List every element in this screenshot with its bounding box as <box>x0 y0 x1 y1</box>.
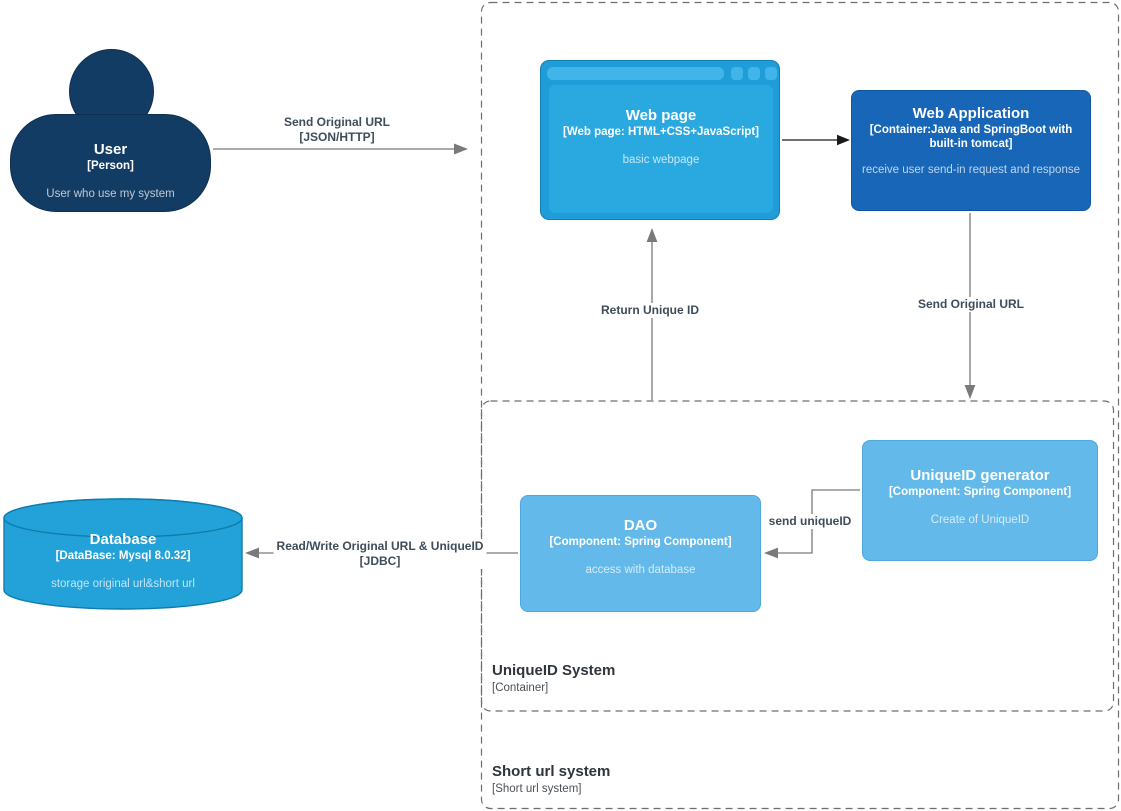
edge-user-to-web-page[interactable] <box>213 143 468 155</box>
node-database-type: [DataBase: Mysql 8.0.32] <box>55 550 191 563</box>
edge-label-text: send uniqueID <box>768 514 852 528</box>
node-web-application-name: Web Application <box>912 105 1030 122</box>
browser-button-icon <box>731 67 743 80</box>
node-database-name: Database <box>89 531 157 548</box>
node-uniqueid-generator[interactable]: UniqueID generator [Component: Spring Co… <box>862 440 1098 561</box>
arrowhead-left-icon <box>764 547 778 559</box>
node-database[interactable]: Database [DataBase: Mysql 8.0.32] storag… <box>3 498 243 610</box>
node-web-application-type: [Container:Java and SpringBoot with buil… <box>869 124 1073 151</box>
node-user-type: [Person] <box>87 160 134 173</box>
node-uniqueid-generator-name: UniqueID generator <box>910 467 1050 484</box>
node-web-application[interactable]: Web Application [Container:Java and Spri… <box>851 90 1091 211</box>
browser-button-icon <box>765 67 777 80</box>
edge-label-text: Send Original URL <box>283 115 391 129</box>
boundary-name: UniqueID System <box>492 662 616 679</box>
node-user-desc: User who use my system <box>46 188 175 201</box>
boundary-type: [Short url system] <box>492 783 582 795</box>
browser-button-icon <box>748 67 760 80</box>
edge-label-tech: [JDBC] <box>359 554 401 568</box>
boundary-label-uniqueid-system: UniqueID System [Container] <box>492 662 615 696</box>
node-dao-name: DAO <box>623 517 658 534</box>
boundary-label-short-url-system: Short url system [Short url system] <box>492 763 610 797</box>
node-database-desc: storage original url&short url <box>51 578 195 591</box>
edge-web-page-to-web-application[interactable] <box>782 134 850 146</box>
node-web-page[interactable]: Web page [Web page: HTML+CSS+JavaScript]… <box>540 60 780 220</box>
node-dao-desc: access with database <box>585 564 696 577</box>
arrowhead-left-icon <box>245 547 259 559</box>
node-user-name: User <box>93 141 128 158</box>
node-uniqueid-generator-desc: Create of UniqueID <box>930 514 1030 527</box>
database-cylinder-icon <box>3 498 243 610</box>
edge-label-send-uniqueid: send uniqueID <box>765 514 855 529</box>
edge-label-tech: [JSON/HTTP] <box>299 130 375 144</box>
edge-label-text: Send Original URL <box>917 297 1025 311</box>
boundary-name: Short url system <box>492 763 611 780</box>
edge-label-send-original-url: Send Original URL <box>914 297 1028 312</box>
edge-label-dao-to-database: Read/Write Original URL & UniqueID [JDBC… <box>273 539 487 569</box>
node-uniqueid-generator-type: [Component: Spring Component] <box>888 486 1072 499</box>
node-web-application-desc: receive user send-in request and respons… <box>862 163 1080 176</box>
edge-label-user-to-web-page: Send Original URL [JSON/HTTP] <box>280 115 394 145</box>
arrowhead-up-icon <box>646 228 658 242</box>
node-user[interactable]: User [Person] User who use my system <box>10 114 211 212</box>
node-dao-type: [Component: Spring Component] <box>549 536 732 549</box>
node-web-page-name: Web page <box>625 107 697 124</box>
arrowhead-right-icon <box>837 134 850 146</box>
edge-label-return-unique-id: Return Unique ID <box>598 303 702 318</box>
arrowhead-right-icon <box>454 143 468 155</box>
edge-label-text: Read/Write Original URL & UniqueID <box>276 539 484 553</box>
browser-content-panel: Web page [Web page: HTML+CSS+JavaScript]… <box>549 85 773 213</box>
edge-label-text: Return Unique ID <box>601 303 699 317</box>
boundary-type: [Container] <box>492 682 549 694</box>
node-web-page-desc: basic webpage <box>622 154 700 167</box>
arrowhead-down-icon <box>964 385 976 399</box>
node-web-page-type: [Web page: HTML+CSS+JavaScript] <box>563 126 759 139</box>
browser-address-bar <box>547 67 724 80</box>
node-dao[interactable]: DAO [Component: Spring Component] access… <box>520 495 761 612</box>
